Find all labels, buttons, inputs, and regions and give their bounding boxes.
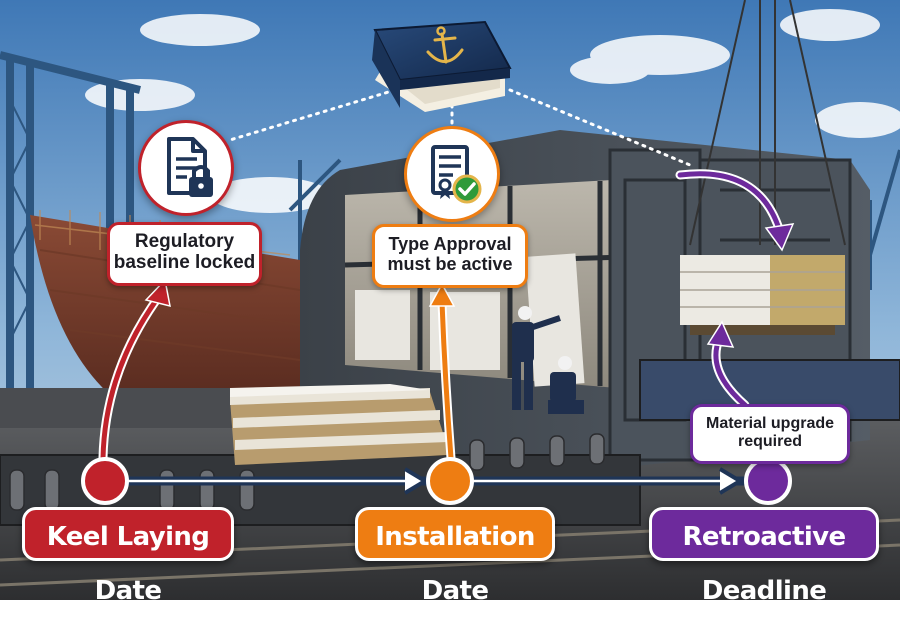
material-line2: required [737, 432, 802, 450]
material-line1: Material upgrade [705, 415, 835, 432]
type-approval-line2: must be active [387, 254, 513, 275]
regulatory-callout: Regulatory baseline locked [107, 222, 262, 286]
approval-badge [404, 126, 500, 222]
keel-node [81, 457, 129, 505]
material-callout: Material upgrade required [690, 404, 850, 464]
anchor-book-icon [372, 20, 512, 112]
regulatory-badge [138, 120, 234, 216]
certificate-check-icon [431, 145, 482, 204]
locked-document-icon [167, 137, 213, 197]
keel-laying-label: Keel Laying Date [22, 507, 234, 606]
deadline-node [744, 457, 792, 505]
type-approval-line1: Type Approval [388, 234, 512, 254]
regulatory-line2: baseline locked [113, 252, 256, 274]
regulatory-line1: Regulatory [134, 231, 235, 252]
installation-node [426, 457, 474, 505]
retroactive-label: Retroactive Deadline [649, 507, 879, 606]
type-approval-callout: Type Approval must be active [372, 224, 528, 288]
installation-label: Installation Date [355, 507, 555, 606]
